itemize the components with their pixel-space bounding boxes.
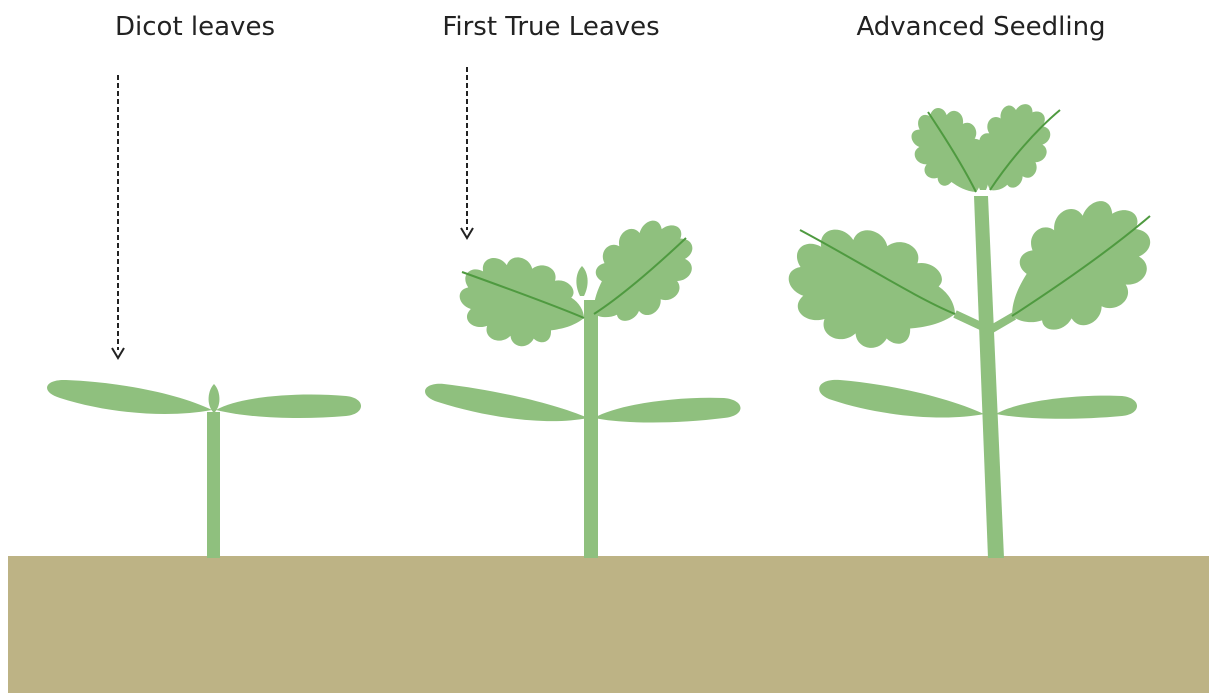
cotyledon-right (594, 398, 741, 423)
plant-stage-2 (425, 67, 740, 558)
cotyledon-right (996, 396, 1137, 419)
true-leaf-lower-right (979, 180, 1171, 357)
soil-ground (8, 556, 1209, 693)
shoot-bud (576, 266, 587, 296)
stem (207, 412, 220, 558)
cotyledon-left (425, 384, 588, 421)
cotyledon-right (216, 395, 361, 418)
cotyledon-left (819, 380, 984, 418)
true-leaf-left (450, 243, 596, 364)
stem (584, 300, 598, 558)
plant-stage-3 (774, 92, 1171, 558)
shoot-bud (209, 384, 220, 412)
cotyledon-left (47, 380, 212, 414)
plant-stage-1 (47, 75, 361, 558)
stem (974, 196, 1004, 558)
true-leaf-lower-left (774, 209, 972, 374)
